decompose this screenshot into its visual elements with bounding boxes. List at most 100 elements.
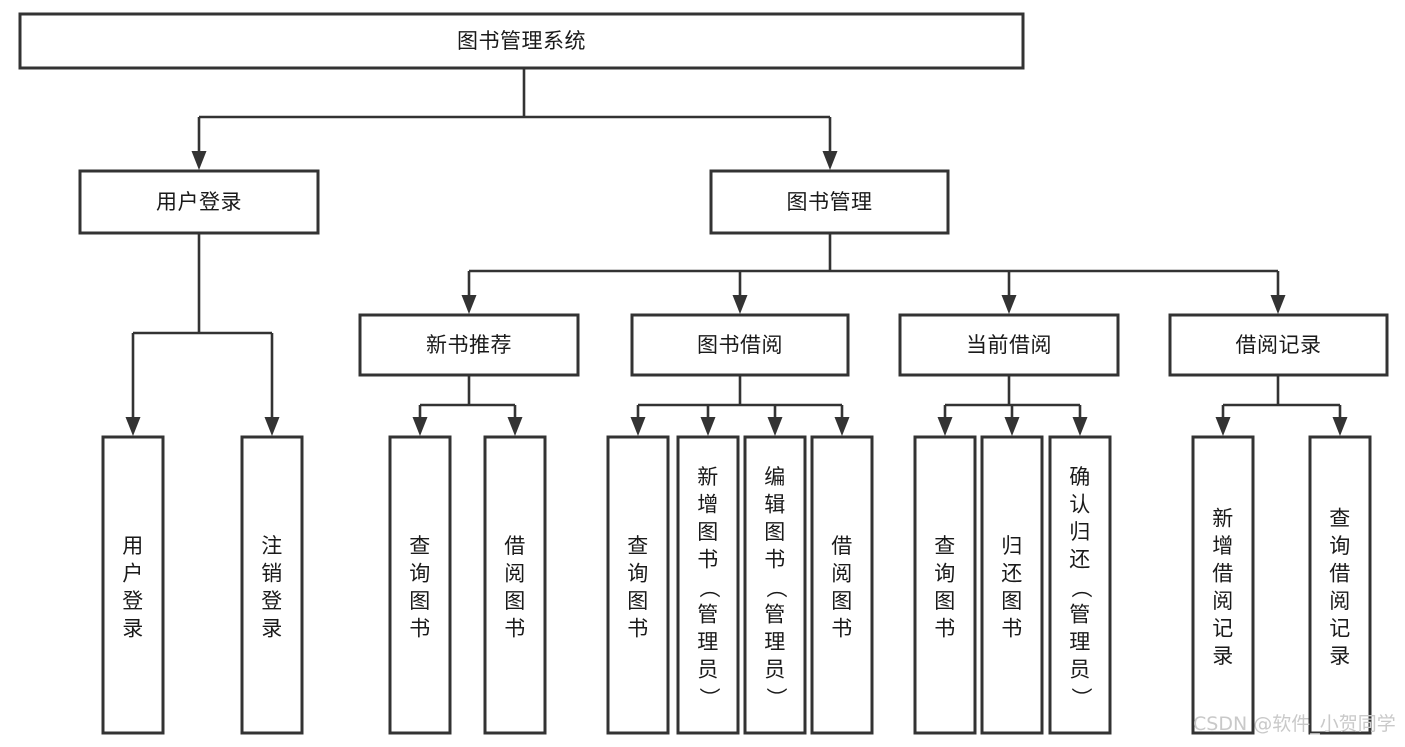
node-box[interactable]: [101, 435, 165, 735]
node-box[interactable]: [980, 435, 1044, 735]
node-book-borrow[interactable]: 图书借阅: [630, 313, 850, 377]
node-leaf-query-book-rec[interactable]: 查询图书查询图书: [388, 435, 452, 735]
node-label-char: 阅: [1329, 589, 1351, 613]
node-box[interactable]: [1048, 435, 1112, 735]
arrow-head-icon: [767, 417, 783, 436]
node-label-char: 辑: [764, 493, 786, 517]
node-box[interactable]: [1308, 435, 1372, 735]
node-label-char: ）: [1069, 687, 1093, 709]
node-box[interactable]: [810, 435, 874, 735]
node-leaf-user-login[interactable]: 用户登录用户登录: [101, 435, 165, 735]
node-label-char: 理: [697, 630, 719, 654]
node-leaf-add-borrow-record[interactable]: 新增借阅记录新增借阅记录: [1191, 435, 1255, 735]
node-box[interactable]: [1191, 435, 1255, 735]
node-leaf-borrow-book-rec[interactable]: 借阅图书借阅图书: [483, 435, 547, 735]
node-label-char: 认: [1069, 493, 1091, 517]
node-label-char: 户: [122, 561, 144, 585]
node-label-char: 图: [697, 520, 719, 544]
node-label: 图书管理系统: [457, 29, 586, 53]
node-leaf-logout-login[interactable]: 注销登录注销登录: [240, 435, 304, 735]
node-label: 新书推荐: [426, 333, 512, 357]
node-box[interactable]: [606, 435, 670, 735]
arrow-head-icon: [937, 417, 953, 436]
node-leaf-query-borrow-record[interactable]: 查询借阅记录查询借阅记录: [1308, 435, 1372, 735]
node-box[interactable]: [676, 435, 740, 735]
node-label-char: 管: [764, 603, 786, 627]
node-leaf-query-book-borrow[interactable]: 查询图书查询图书: [606, 435, 670, 735]
node-new-book-recommend[interactable]: 新书推荐: [358, 313, 580, 377]
arrow-head-icon: [834, 417, 850, 436]
node-leaf-query-book-current[interactable]: 查询图书查询图书: [913, 435, 977, 735]
node-label-char: 书: [764, 548, 786, 572]
node-label-char: 书: [504, 616, 526, 640]
node-current-borrow[interactable]: 当前借阅: [898, 313, 1120, 377]
node-box[interactable]: [240, 435, 304, 735]
node-label-char: 记: [1212, 616, 1234, 640]
arrow-head-icon: [1004, 417, 1020, 436]
arrow-head-icon: [1332, 417, 1348, 436]
node-box[interactable]: [913, 435, 977, 735]
connector-group-borrow-record-to-leaves: [1215, 375, 1348, 436]
node-label: 图书借阅: [697, 333, 783, 357]
node-borrow-record[interactable]: 借阅记录: [1168, 313, 1389, 377]
node-label-char: 增: [697, 493, 719, 517]
node-label-char: 录: [1212, 644, 1234, 668]
node-box[interactable]: [898, 313, 1120, 377]
node-box[interactable]: [1168, 313, 1389, 377]
node-box[interactable]: [78, 169, 320, 235]
node-user-login[interactable]: 用户登录: [78, 169, 320, 235]
node-label-char: 注: [261, 534, 283, 558]
node-label-char: 增: [1212, 534, 1234, 558]
node-label-char: 新: [1212, 506, 1234, 530]
node-label-char: 图: [831, 589, 853, 613]
node-root[interactable]: 图书管理系统: [18, 12, 1025, 70]
node-label-char: 书: [1001, 616, 1023, 640]
node-label-char: 书: [697, 548, 719, 572]
node-label-char: 询: [627, 561, 649, 585]
node-label-char: 还: [1069, 548, 1091, 572]
connector-group-book-management-to-level2: [461, 233, 1286, 314]
node-label: 图书管理: [787, 190, 873, 214]
node-label-char: 图: [934, 589, 956, 613]
node-label-char: 阅: [504, 561, 526, 585]
node-label-char: 书: [934, 616, 956, 640]
node-label-char: 编: [764, 465, 786, 489]
node-label-char: 书: [627, 616, 649, 640]
node-label-char: （: [697, 577, 721, 599]
node-label-char: 用: [122, 534, 144, 558]
node-box[interactable]: [483, 435, 547, 735]
connector-group-new-book-recommend-to-leaves: [412, 375, 523, 436]
arrow-head-icon: [1001, 295, 1017, 314]
node-box[interactable]: [743, 435, 807, 735]
node-label-char: 员: [1069, 658, 1091, 682]
node-label-char: 登: [261, 589, 283, 613]
node-label-char: 管: [1069, 603, 1091, 627]
node-leaf-return-book[interactable]: 归还图书归还图书: [980, 435, 1044, 735]
node-label-char: 阅: [831, 561, 853, 585]
node-label-char: 管: [697, 603, 719, 627]
node-label-char: 录: [1329, 644, 1351, 668]
node-label-char: 还: [1001, 561, 1023, 585]
node-box[interactable]: [18, 12, 1025, 70]
node-label-char: 确: [1069, 465, 1091, 489]
node-label-char: 图: [1001, 589, 1023, 613]
node-box[interactable]: [709, 169, 950, 235]
node-box[interactable]: [358, 313, 580, 377]
connector-group-current-borrow-to-leaves: [937, 375, 1088, 436]
node-label-char: 书: [831, 616, 853, 640]
node-label: 当前借阅: [966, 333, 1052, 357]
node-label-char: 销: [261, 561, 283, 585]
node-book-management[interactable]: 图书管理: [709, 169, 950, 235]
node-leaf-borrow-book[interactable]: 借阅图书借阅图书: [810, 435, 874, 735]
node-label-char: 借: [831, 534, 853, 558]
node-box[interactable]: [630, 313, 850, 377]
node-label-char: 理: [1069, 630, 1091, 654]
node-label-char: 理: [764, 630, 786, 654]
arrow-head-icon: [125, 417, 141, 436]
node-box[interactable]: [388, 435, 452, 735]
arrow-head-icon: [1270, 295, 1286, 314]
node-label-char: 查: [934, 534, 956, 558]
